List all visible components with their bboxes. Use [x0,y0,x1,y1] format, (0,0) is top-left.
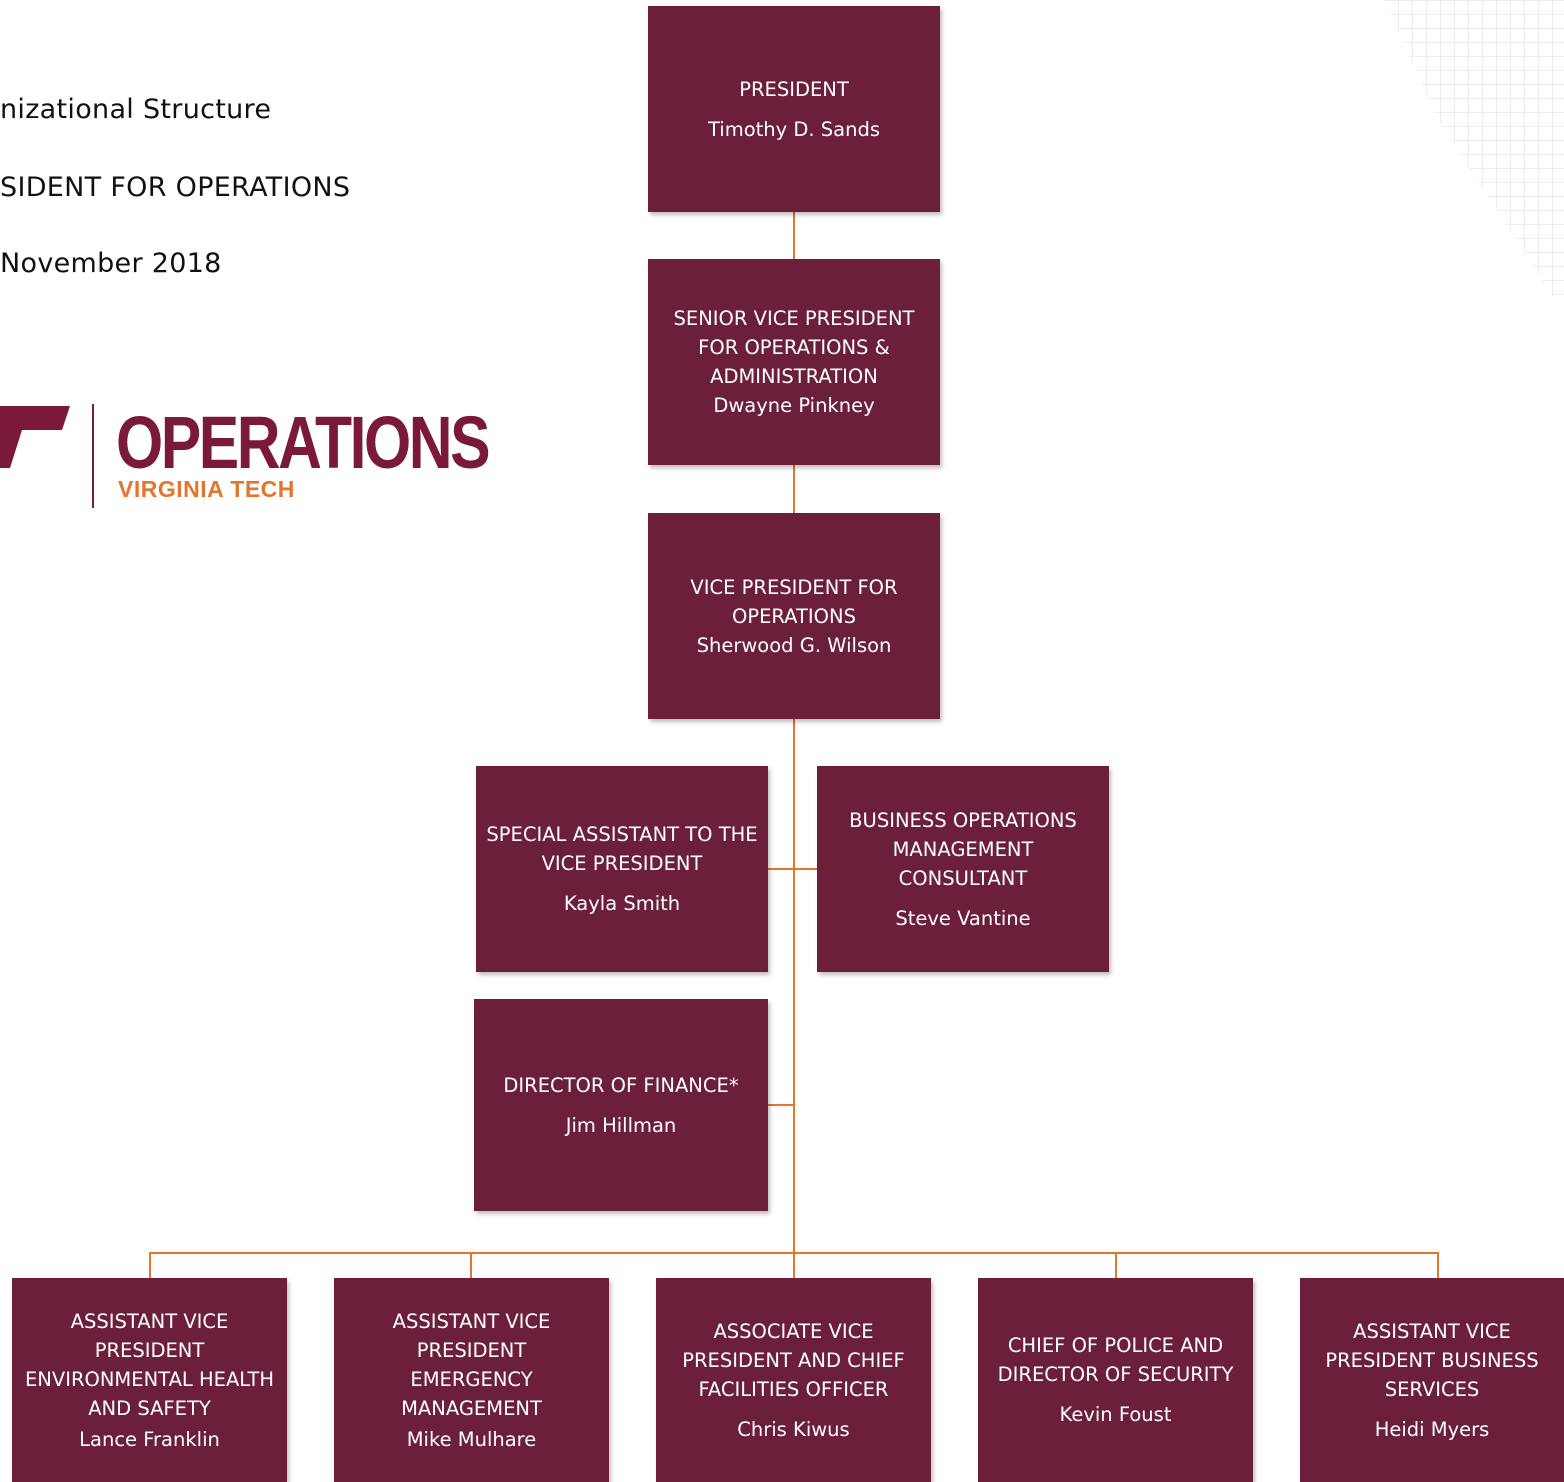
node-title: BUSINESS OPERATIONS MANAGEMENT CONSULTAN… [849,808,1077,890]
node-name: Timothy D. Sands [707,117,881,141]
node-title: CHIEF OF POLICE AND DIRECTOR OF SECURITY [997,1334,1234,1386]
node-avp-emergency-management[interactable]: ASSISTANT VICE PRESIDENT EMERGENCY MANAG… [334,1278,609,1482]
node-title: SENIOR VICE PRESIDENT FOR OPERATIONS & A… [673,307,915,388]
connector-finance [768,1104,794,1106]
connector-president-svp [793,212,795,259]
node-vice-president[interactable]: VICE PRESIDENT FOR OPERATIONS Sherwood G… [648,513,940,719]
connector-drop-5 [1437,1252,1439,1278]
node-name: Kayla Smith [563,892,681,915]
node-title: ASSISTANT VICE PRESIDENT EMERGENCY MANAG… [392,1309,551,1420]
vt-logo-icon [0,406,70,468]
node-title: SPECIAL ASSISTANT TO THE VICE PRESIDENT [486,823,758,875]
node-title: PRESIDENT [739,77,849,101]
logo-wordmark: OPERATIONS [116,401,491,484]
logo-separator [92,404,94,508]
node-name: Sherwood G. Wilson [696,633,892,657]
node-director-of-finance[interactable]: DIRECTOR OF FINANCE* Jim Hillman [474,999,768,1211]
connector-svp-vp [793,465,795,513]
node-title: VICE PRESIDENT FOR OPERATIONS [690,575,898,628]
connector-drop-4 [1115,1252,1117,1278]
node-business-operations-consultant[interactable]: BUSINESS OPERATIONS MANAGEMENT CONSULTAN… [817,766,1109,972]
chart-date: November 2018 [0,248,222,279]
node-name: Steve Vantine [895,906,1031,930]
chart-title: nizational Structure [0,94,272,125]
node-avp-business-services[interactable]: ASSISTANT VICE PRESIDENT BUSINESS SERVIC… [1300,1278,1564,1482]
connector-vp-trunk [793,719,795,1254]
connector-staff-row [768,868,817,870]
connector-drop-1 [149,1252,151,1278]
node-title: DIRECTOR OF FINANCE* [503,1073,739,1097]
connector-drop-3 [793,1252,795,1278]
node-special-assistant[interactable]: SPECIAL ASSISTANT TO THE VICE PRESIDENT … [476,766,768,972]
logo-subtitle: VIRGINIA TECH [118,476,295,502]
node-title: ASSOCIATE VICE PRESIDENT AND CHIEF FACIL… [682,1319,905,1401]
node-name: Dwayne Pinkney [713,394,875,417]
node-associate-vp-facilities[interactable]: ASSOCIATE VICE PRESIDENT AND CHIEF FACIL… [656,1278,931,1482]
node-title: ASSISTANT VICE PRESIDENT ENVIRONMENTAL H… [24,1309,275,1420]
node-president[interactable]: PRESIDENT Timothy D. Sands [648,6,940,212]
node-name: Lance Franklin [79,1427,220,1451]
node-name: Heidi Myers [1374,1417,1490,1441]
connector-drop-2 [470,1252,472,1278]
node-chief-of-police[interactable]: CHIEF OF POLICE AND DIRECTOR OF SECURITY… [978,1278,1253,1482]
grid-decoration [1384,0,1564,300]
node-title: ASSISTANT VICE PRESIDENT BUSINESS SERVIC… [1325,1319,1539,1401]
node-senior-vice-president[interactable]: SENIOR VICE PRESIDENT FOR OPERATIONS & A… [648,259,940,465]
chart-subtitle: SIDENT FOR OPERATIONS [0,172,351,203]
node-avp-environmental-health-safety[interactable]: ASSISTANT VICE PRESIDENT ENVIRONMENTAL H… [12,1278,287,1482]
node-name: Kevin Foust [1059,1403,1172,1426]
node-name: Jim Hillman [565,1113,677,1137]
node-name: Chris Kiwus [737,1417,850,1441]
node-name: Mike Mulhare [406,1427,537,1451]
